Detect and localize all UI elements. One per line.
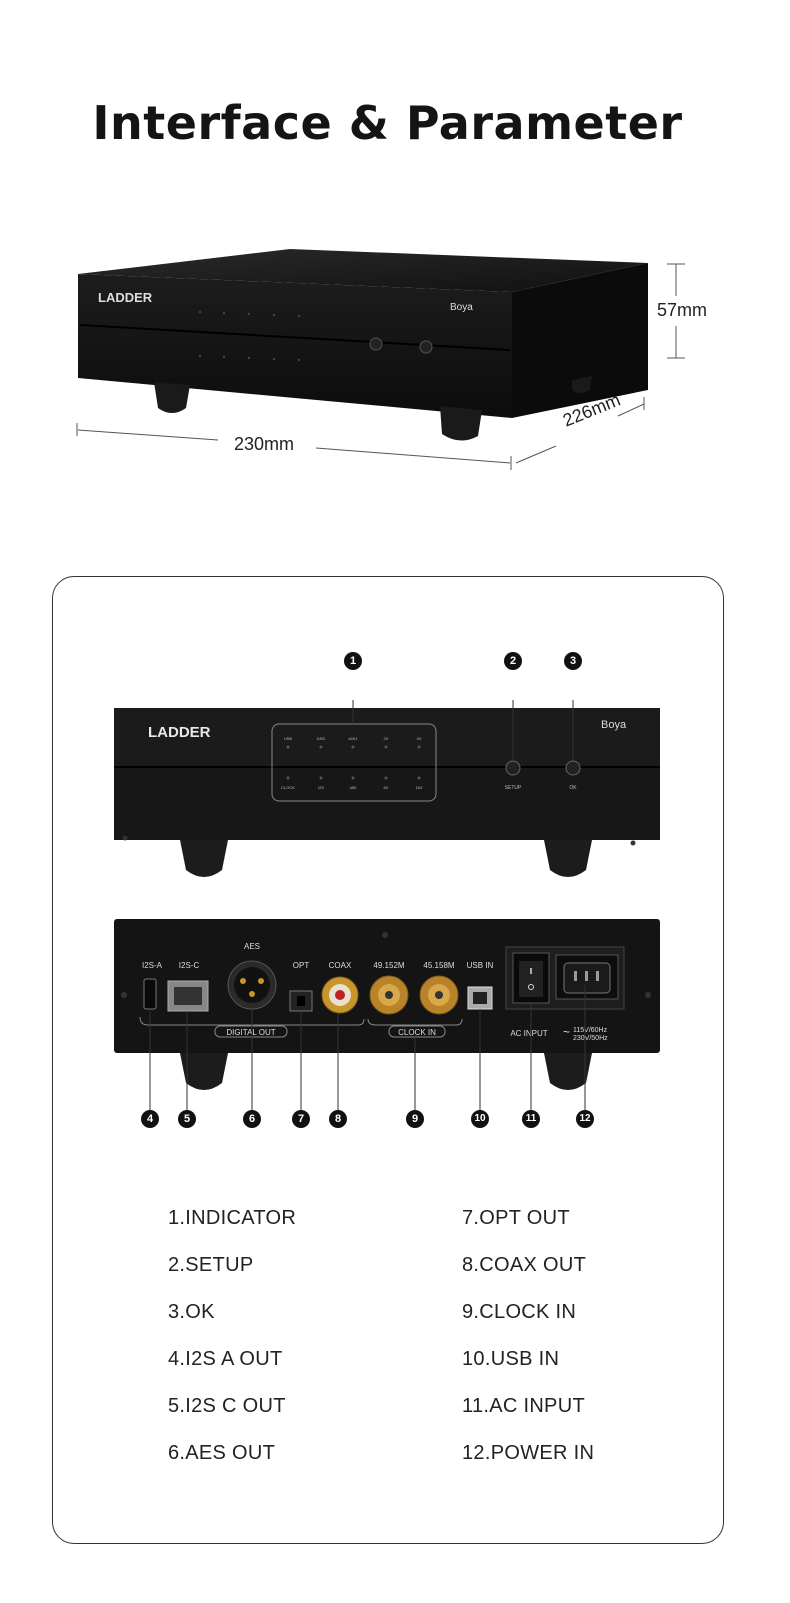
front-model-name: Boya	[601, 719, 627, 731]
digital-out-label: DIGITAL OUT	[226, 1028, 275, 1037]
height-label: 57mm	[657, 300, 708, 320]
callout-3: 3	[564, 652, 582, 670]
callout-12: 12	[576, 1110, 594, 1128]
indicators-top-row: USB DSD 44K1 2X 4X	[284, 736, 422, 749]
indicator-label: USB	[284, 736, 293, 741]
depth-dimension-line	[515, 397, 645, 464]
param-item: 8.COAX OUT	[462, 1254, 587, 1276]
opt-label: OPT	[293, 961, 310, 970]
callout-7: 7	[292, 1110, 310, 1128]
indicator-label: 8X	[384, 785, 389, 790]
setup-label: SETUP	[505, 785, 522, 791]
device-foot	[440, 406, 482, 441]
param-item: 11.AC INPUT	[462, 1395, 585, 1417]
clock-45m-label: 45.158M	[423, 961, 454, 970]
callout-9: 9	[406, 1110, 424, 1128]
voltage-label-2: 230V/50Hz	[573, 1035, 608, 1042]
i2s-a-port	[143, 978, 157, 1010]
page-title: Interface & Parameter	[92, 96, 683, 150]
ok-label: OK	[569, 785, 577, 791]
svg-text:~: ~	[563, 1025, 570, 1039]
param-item: 3.OK	[168, 1301, 215, 1323]
front-panel-view: LADDER Boya USB DSD 44K1 2X 4X CLOCK I2S…	[114, 700, 660, 877]
device-foot	[572, 376, 592, 393]
indicator-label: 4X	[417, 736, 422, 741]
indicator-label: I2S	[318, 785, 324, 790]
device-isometric-illustration: LADDER Boya	[76, 249, 685, 470]
callout-6: 6	[243, 1110, 261, 1128]
model-name: Boya	[450, 302, 473, 313]
param-item: 2.SETUP	[168, 1254, 254, 1276]
front-foot-left	[180, 840, 228, 877]
i2s-c-label: I2S-C	[179, 961, 200, 970]
indicators-bottom-row: CLOCK I2S 48K 8X 16X	[281, 776, 423, 790]
callout-4: 4	[141, 1110, 159, 1128]
param-item: 1.INDICATOR	[168, 1207, 297, 1229]
i2s-a-label: I2S-A	[142, 961, 163, 970]
ok-button-knob	[565, 760, 581, 776]
callout-11: 11	[522, 1110, 540, 1128]
aes-label: AES	[244, 942, 260, 951]
width-label: 230mm	[234, 434, 295, 454]
callout-1: 1	[344, 652, 362, 670]
brand-logo: LADDER	[98, 290, 153, 305]
voltage-label-1: 115V/60Hz	[573, 1027, 608, 1034]
param-item: 10.USB IN	[462, 1348, 560, 1370]
device-top-surface	[78, 249, 648, 292]
indicator-group-outline	[271, 723, 437, 802]
indicator-leds	[198, 310, 301, 362]
height-dimension-line	[667, 263, 685, 359]
param-item: 12.POWER IN	[462, 1442, 595, 1464]
front-foot-right	[544, 840, 592, 877]
param-item: 4.I2S A OUT	[168, 1348, 283, 1370]
usb-in-label: USB IN	[467, 961, 494, 970]
callout-5: 5	[178, 1110, 196, 1128]
device-foot	[154, 382, 190, 413]
indicator-label: 44K1	[348, 736, 358, 741]
indicator-label: CLOCK	[281, 785, 295, 790]
indicator-label: DSD	[317, 736, 326, 741]
front-brand-logo: LADDER	[148, 724, 211, 741]
ac-input-label: AC INPUT	[510, 1029, 547, 1038]
indicator-label: 16X	[415, 785, 422, 790]
interface-panel	[52, 576, 724, 1544]
width-dimension-line	[76, 423, 512, 470]
device-side-surface	[512, 263, 648, 418]
callout-10: 10	[471, 1110, 489, 1128]
callout-8: 8	[329, 1110, 347, 1128]
indicator-label: 48K	[349, 785, 356, 790]
param-item: 5.I2S C OUT	[168, 1395, 286, 1417]
coax-label: COAX	[329, 961, 352, 970]
callout-2: 2	[504, 652, 522, 670]
param-item: 7.OPT OUT	[462, 1207, 570, 1229]
clock-49m-label: 49.152M	[373, 961, 404, 970]
param-item: 9.CLOCK IN	[462, 1301, 577, 1323]
indicator-label: 2X	[384, 736, 389, 741]
rear-panel-view: I2S-A I2S-C AES OPT COAX 49.152M 45.158M…	[114, 919, 660, 1111]
param-item: 6.AES OUT	[168, 1442, 276, 1464]
device-front-face	[78, 274, 512, 418]
setup-button-knob	[505, 760, 521, 776]
clock-in-label: CLOCK IN	[398, 1028, 436, 1037]
